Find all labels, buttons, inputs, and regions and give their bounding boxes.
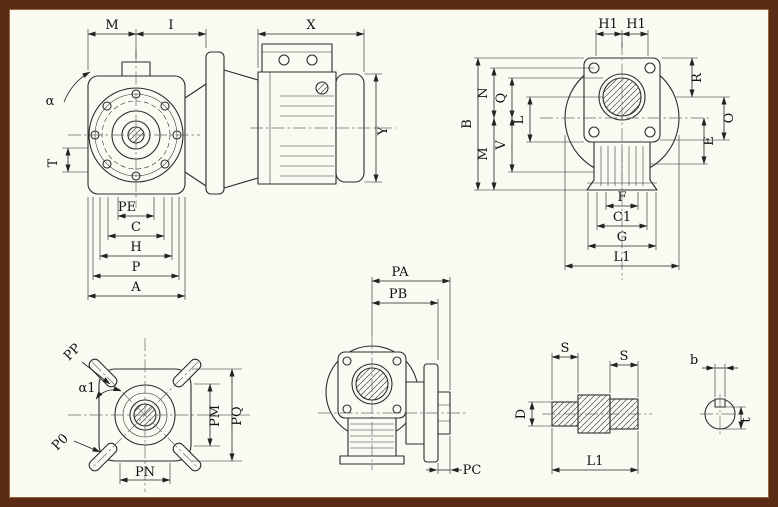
- dim-label-d: D: [514, 409, 529, 419]
- side-bolt-holes: [342, 356, 402, 414]
- view-shaft-detail: S S D L1 b t: [514, 341, 754, 474]
- dim-label-b: B: [460, 119, 475, 129]
- dim-label-r: R: [690, 72, 705, 83]
- dim-label-c1: C1: [613, 210, 631, 225]
- dim-label-l1-front: L1: [614, 250, 631, 265]
- dim-label-l: L: [512, 115, 527, 124]
- dim-label-h: H: [130, 240, 141, 255]
- dim-label-pc: PC: [463, 463, 482, 478]
- technical-drawing: M I X α T Y PE C H P A: [46, 17, 754, 492]
- dim-label-q: Q: [494, 93, 509, 104]
- dim-label-pe: PE: [118, 200, 136, 215]
- dim-label-key-b: b: [690, 353, 698, 368]
- dim-label-h1-left: H1: [598, 17, 618, 32]
- dim-label-c: C: [131, 220, 141, 235]
- dim-label-a: A: [130, 280, 141, 295]
- dim-label-pn: PN: [135, 465, 155, 480]
- dim-label-s-right: S: [620, 349, 629, 364]
- dim-label-y: Y: [376, 126, 391, 136]
- dim-label-alpha: α: [46, 94, 55, 109]
- view-front: H1 H1 R O E B N M Q V L F C1 G L1: [460, 17, 737, 280]
- dim-label-g: G: [617, 230, 627, 245]
- dim-label-e: E: [702, 136, 717, 146]
- dim-label-s-left: S: [561, 341, 570, 356]
- dim-label-pa: PA: [392, 265, 410, 280]
- dim-label-pm: PM: [208, 405, 223, 427]
- dim-label-m-front: M: [476, 147, 491, 160]
- bolt-holes: [90, 89, 182, 181]
- view-assembly-side: M I X α T Y PE C H P A: [46, 18, 396, 300]
- view-flange-top: PP P0 α1 PM PQ PN: [49, 338, 250, 492]
- dim-label-n: N: [476, 87, 491, 98]
- dim-label-l1-shaft: L1: [587, 454, 604, 469]
- dim-label-m: M: [105, 18, 118, 33]
- dim-label-v: V: [494, 140, 509, 151]
- dim-label-pq: PQ: [230, 406, 245, 425]
- dim-label-h1-right: H1: [626, 17, 646, 32]
- dim-label-t: T: [46, 158, 61, 167]
- dim-label-p0: P0: [49, 431, 72, 454]
- dim-label-x: X: [306, 18, 316, 33]
- dim-label-i: I: [168, 18, 173, 33]
- dim-label-o: O: [722, 113, 737, 124]
- dim-label-pb: PB: [389, 287, 407, 302]
- dim-label-pp: PP: [61, 341, 84, 364]
- view-unit-side: PA PB PC: [318, 265, 481, 478]
- dim-label-key-t: t: [739, 417, 754, 423]
- dim-label-p: P: [132, 260, 141, 275]
- dim-label-alpha1: α1: [78, 381, 95, 396]
- dim-label-f: F: [617, 190, 626, 205]
